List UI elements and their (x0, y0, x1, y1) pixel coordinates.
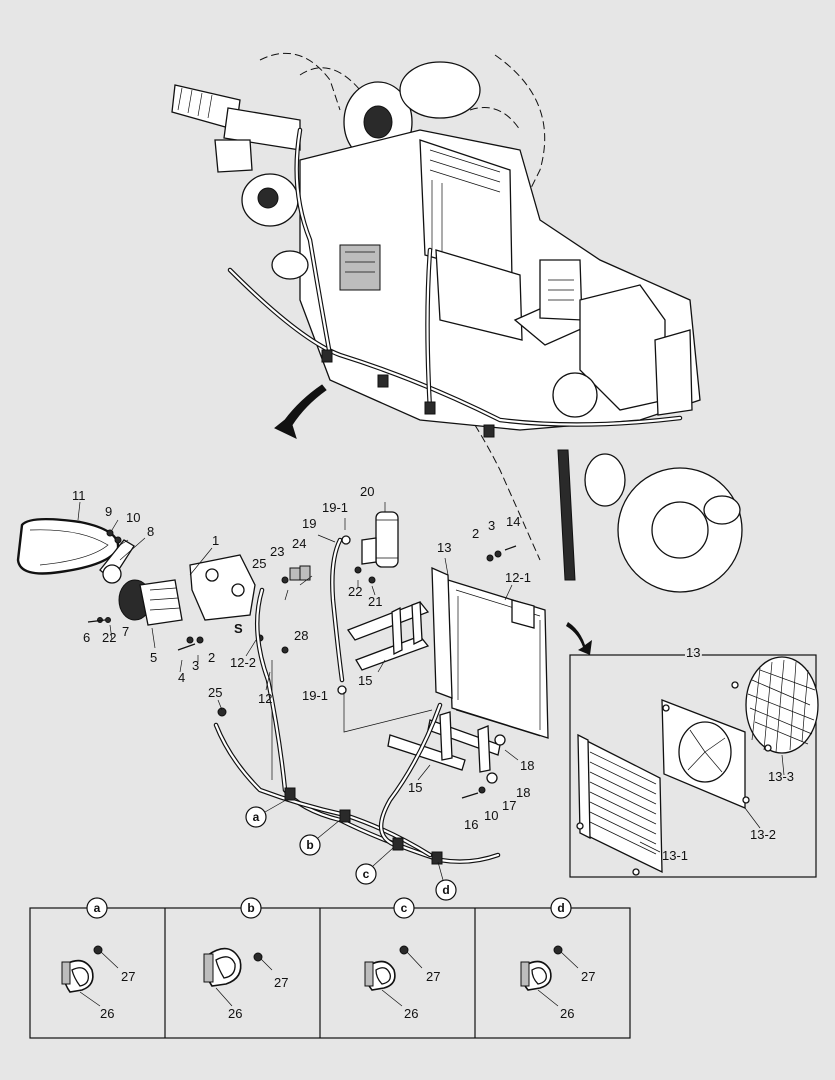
label-10b: 10 (484, 808, 498, 823)
label-S: S (234, 621, 243, 636)
compressor-bracket (189, 554, 256, 621)
part-number-labels: 11 9 10 8 1 25 23 24 19 19-1 20 22 21 13… (72, 484, 794, 863)
panel-d-bolt: 27 (581, 969, 595, 984)
label-15b: 15 (408, 780, 422, 795)
inset-condenser-detail (569, 650, 819, 878)
label-6: 6 (83, 630, 90, 645)
label-5: 5 (150, 650, 157, 665)
label-13-1: 13-1 (662, 848, 688, 863)
clip-detail-d (520, 945, 579, 1007)
label-9: 9 (105, 504, 112, 519)
panel-d-clip: 26 (560, 1006, 574, 1021)
label-28: 28 (294, 628, 308, 643)
label-1: 1 (212, 533, 219, 548)
detail-panels (29, 907, 631, 1039)
clip-detail-c (364, 945, 423, 1007)
label-18a: 18 (520, 758, 534, 773)
label-24: 24 (292, 536, 306, 551)
label-10a: 10 (126, 510, 140, 525)
label-17: 17 (502, 798, 516, 813)
panel-b-bolt: 27 (274, 975, 288, 990)
label-21: 21 (368, 594, 382, 609)
label-19-1b: 19-1 (302, 688, 328, 703)
label-22a: 22 (348, 584, 362, 599)
label-25b: 25 (208, 685, 222, 700)
panel-a-bolt: 27 (121, 969, 135, 984)
svg-text:b: b (306, 838, 313, 852)
condenser (447, 579, 549, 739)
clip-detail-a (61, 945, 119, 1007)
callouts-main: a b c d (245, 799, 457, 901)
label-7: 7 (122, 624, 129, 639)
label-12-1: 12-1 (505, 570, 531, 585)
detail-panel-labels: a 27 26 b 27 26 c 27 26 d 27 26 (86, 897, 595, 1021)
label-16: 16 (464, 817, 478, 832)
label-12: 12 (258, 691, 272, 706)
panel-c-clip: 26 (404, 1006, 418, 1021)
label-13b: 13 (686, 645, 700, 660)
callout-c (355, 863, 377, 885)
label-4: 4 (178, 670, 185, 685)
panel-d-letter: d (557, 901, 564, 915)
svg-text:d: d (442, 883, 449, 897)
engine-assembly (171, 52, 743, 593)
panel-c-letter: c (401, 901, 408, 915)
label-13a: 13 (437, 540, 451, 555)
panel-c-bolt: 27 (426, 969, 440, 984)
clip-detail-b (203, 947, 273, 1007)
label-2a: 2 (472, 526, 479, 541)
leader-lines (77, 501, 519, 781)
label-8: 8 (147, 524, 154, 539)
label-3a: 3 (488, 518, 495, 533)
label-11: 11 (72, 488, 86, 503)
label-3b: 3 (192, 658, 199, 673)
label-13-3: 13-3 (768, 769, 794, 784)
callout-b (299, 834, 321, 856)
panel-b-letter: b (247, 901, 254, 915)
panel-b-clip: 26 (228, 1006, 242, 1021)
exploded-parts (16, 511, 592, 865)
callout-d (435, 879, 457, 901)
label-25a: 25 (252, 556, 266, 571)
label-23: 23 (270, 544, 284, 559)
label-14: 14 (506, 514, 520, 529)
label-19-1a: 19-1 (322, 500, 348, 515)
panel-a-letter: a (94, 901, 101, 915)
label-18b: 18 (516, 785, 530, 800)
svg-text:c: c (363, 867, 370, 881)
label-2b: 2 (208, 650, 215, 665)
label-20: 20 (360, 484, 374, 499)
label-19: 19 (302, 516, 316, 531)
label-15a: 15 (358, 673, 372, 688)
svg-text:a: a (253, 810, 260, 824)
panel-a-clip: 26 (100, 1006, 114, 1021)
callout-a (245, 806, 267, 828)
label-13-2: 13-2 (750, 827, 776, 842)
label-12-2: 12-2 (230, 655, 256, 670)
label-22b: 22 (102, 630, 116, 645)
